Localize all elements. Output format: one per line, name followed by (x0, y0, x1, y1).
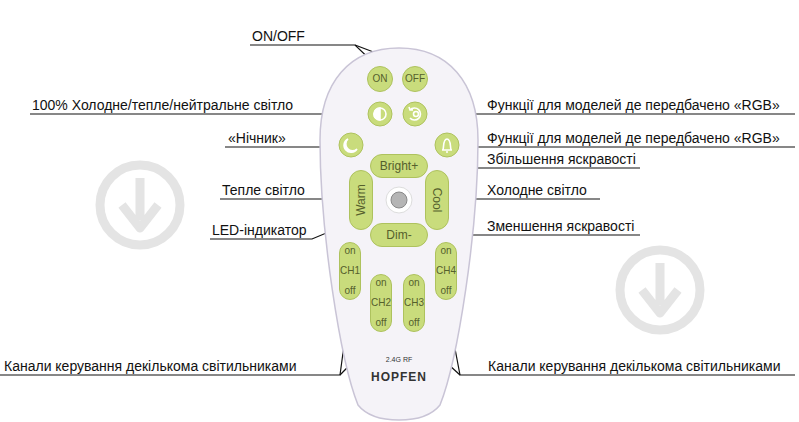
button-icons (344, 107, 452, 152)
remote-button: Warm (349, 170, 373, 230)
callout-label: 100% Холодне/тепле/нейтральне світло (32, 97, 293, 113)
brand-name: HOPFEN (318, 370, 480, 384)
button-label: CH2 (371, 298, 391, 308)
callout-label: Функції для моделей де передбачено «RGB» (487, 97, 780, 113)
callout-label: Тепле світло (222, 182, 305, 198)
icon-button (435, 133, 459, 157)
callout-label: «Нічник» (228, 130, 286, 146)
button-label: Warm (355, 184, 367, 216)
channel-button: onCH4 off (435, 242, 457, 300)
icon-button (368, 102, 392, 126)
button-label: off (376, 318, 387, 328)
callout-label: ON/OFF (252, 28, 305, 44)
button-label: Bright+ (380, 160, 418, 172)
button-label: CH4 (436, 266, 456, 276)
remote-button: OFF (402, 66, 428, 92)
button-label: Dim- (386, 229, 411, 241)
callout-label: Канали керування декількома світильникам… (4, 358, 297, 374)
button-label: on (408, 278, 419, 288)
callout-label: Функції для моделей де передбачено «RGB» (487, 130, 780, 146)
button-label: ON (373, 74, 388, 84)
button-label: off (441, 286, 452, 296)
button-label: off (409, 318, 420, 328)
led-ring (386, 187, 412, 213)
callout-label: Зменшення яскравості (487, 218, 634, 234)
callout-label: Холодне світло (487, 182, 587, 198)
remote-button: Dim- (370, 223, 428, 247)
frequency-mark: 2.4G RF (318, 356, 480, 363)
icon-button (403, 102, 427, 126)
button-label: on (440, 246, 451, 256)
remote-body: 2.4G RFHOPFENONOFFBright+WarmCoolDim-onC… (318, 44, 480, 422)
channel-button: onCH2 off (370, 274, 392, 332)
button-label: Cool (431, 188, 443, 213)
button-label: CH1 (340, 266, 360, 276)
led-indicator (391, 192, 407, 208)
callout-label: Збільшення яскравості (487, 151, 636, 167)
callout-label: LED-індикатор (212, 222, 306, 238)
button-label: on (375, 278, 386, 288)
callout-label: Канали керування декількома світильникам… (488, 358, 781, 374)
channel-button: onCH1 off (339, 242, 361, 300)
channel-button: onCH3 off (403, 274, 425, 332)
remote-button: ON (367, 66, 393, 92)
remote-button: Cool (425, 170, 449, 230)
remote-button: Bright+ (370, 154, 428, 178)
icon-button (339, 133, 363, 157)
button-label: OFF (405, 74, 425, 84)
remote-shape (320, 48, 478, 420)
button-label: off (345, 286, 356, 296)
button-label: CH3 (404, 298, 424, 308)
button-label: on (344, 246, 355, 256)
